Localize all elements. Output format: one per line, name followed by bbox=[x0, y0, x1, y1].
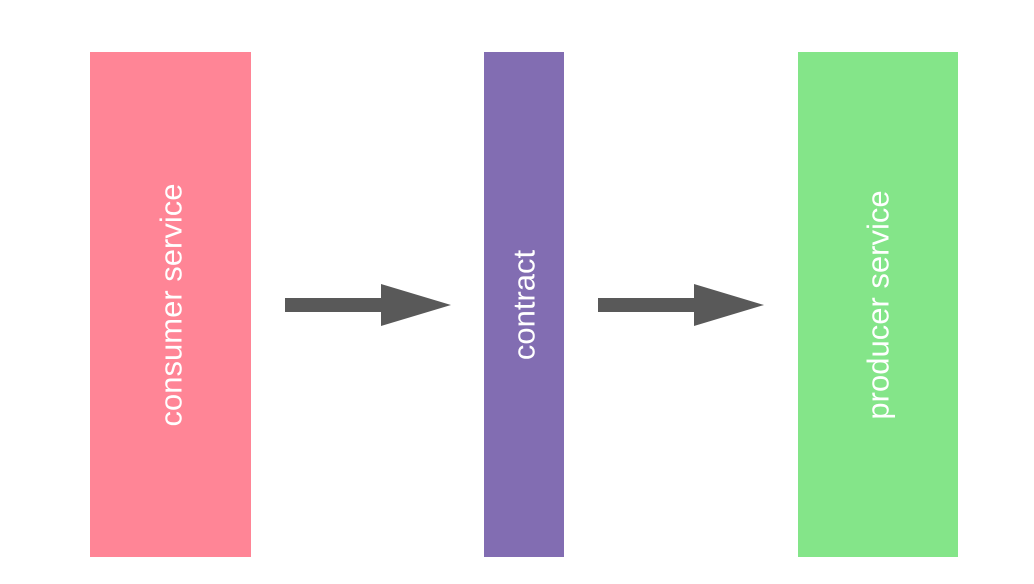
arrow-consumer-to-contract-icon bbox=[285, 284, 451, 326]
arrow-shape bbox=[598, 284, 764, 326]
consumer-service-label: consumer service bbox=[153, 183, 188, 426]
arrow-shape bbox=[285, 284, 451, 326]
producer-service-label: producer service bbox=[860, 189, 896, 420]
producer-service-block: producer service bbox=[798, 52, 958, 557]
contract-label: contract bbox=[506, 249, 542, 360]
arrow-contract-to-producer-icon bbox=[598, 284, 764, 326]
consumer-service-block: consumer service bbox=[90, 52, 251, 557]
contract-block: contract bbox=[484, 52, 564, 557]
